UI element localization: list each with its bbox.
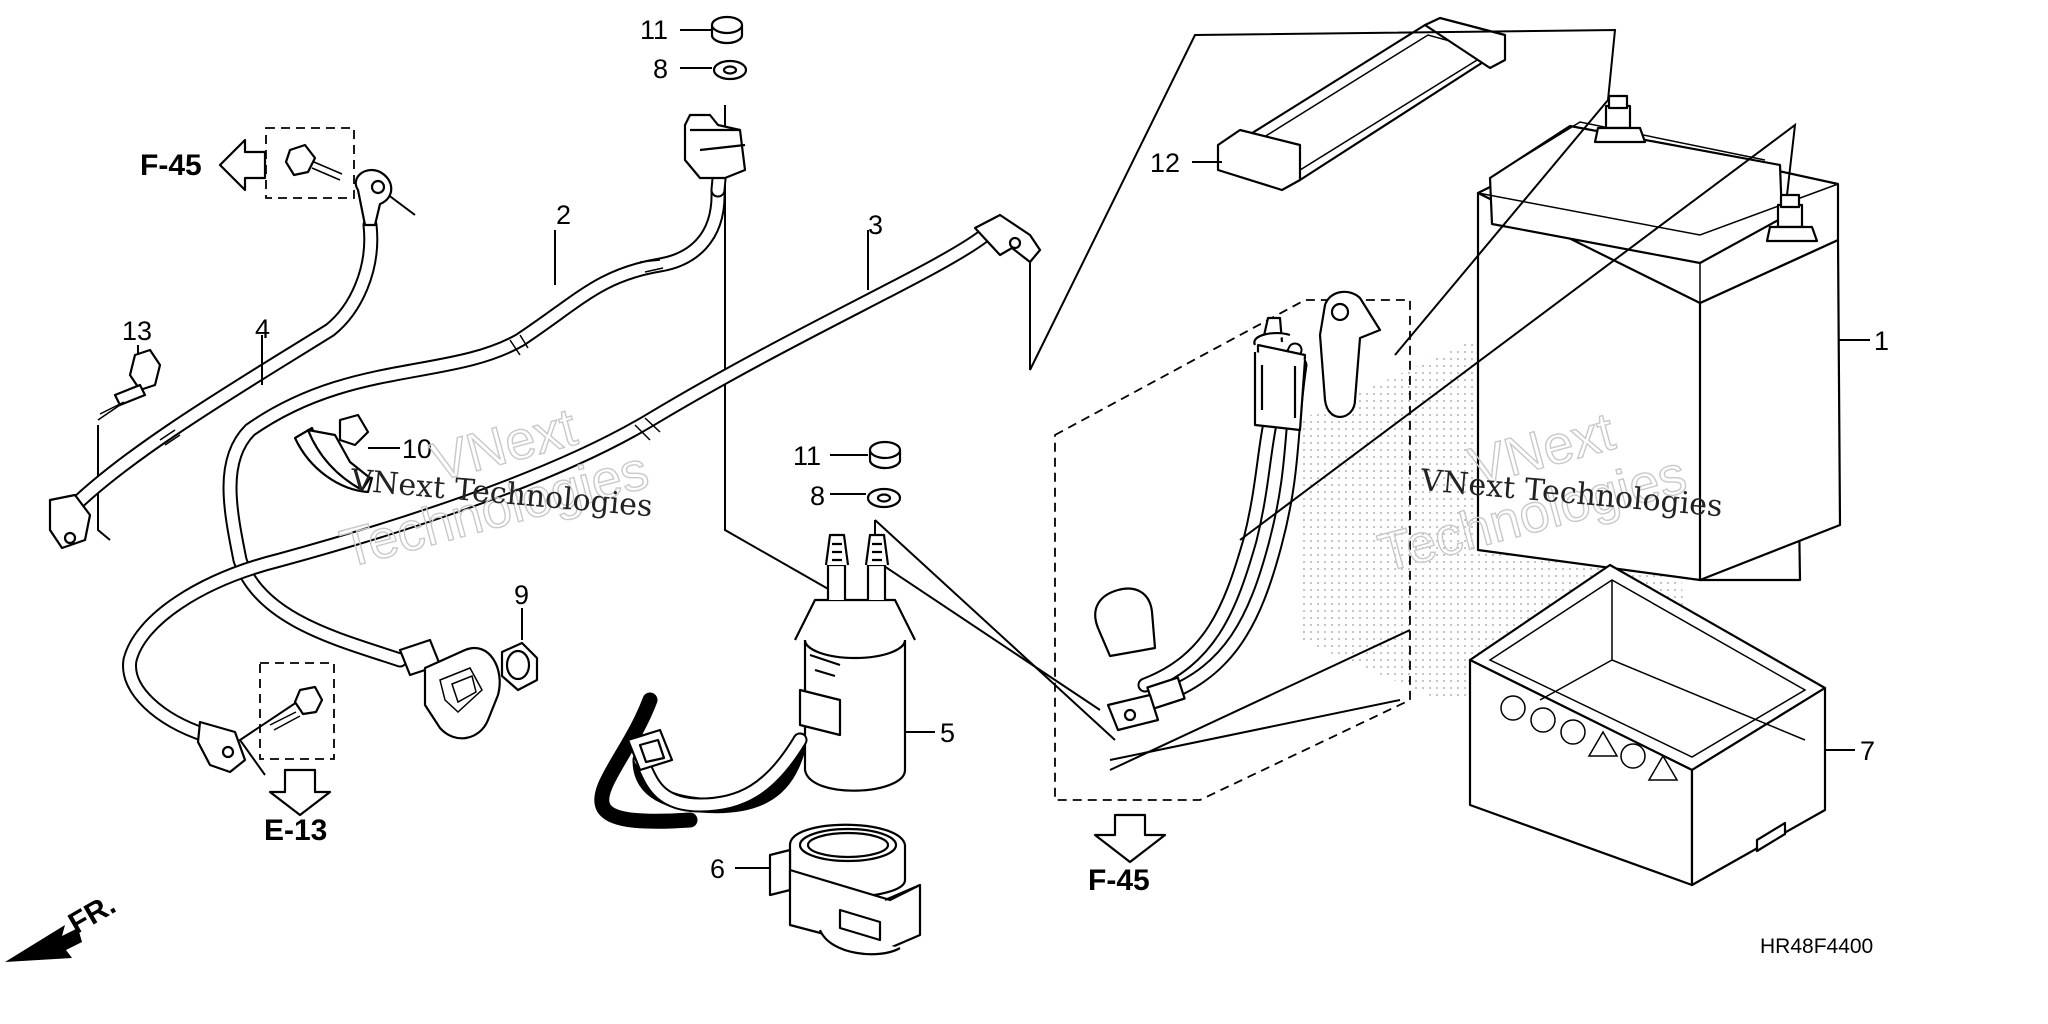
diagram-code: HR48F4400 (1760, 935, 1873, 958)
callout-3: 3 (868, 210, 883, 240)
starter-cable-terminal (398, 638, 501, 740)
bolt-box-f45 (265, 127, 355, 199)
callout-12: 12 (1150, 148, 1180, 178)
ground-cable (48, 169, 393, 550)
battery (1476, 94, 1842, 582)
callout-6: 6 (710, 854, 725, 884)
callout-10: 10 (402, 434, 432, 464)
washer-middle (866, 487, 902, 509)
battery-cable (122, 213, 1042, 774)
sub-harness (1094, 290, 1382, 732)
callout-1: 1 (1874, 326, 1889, 356)
f45-left-arrow[interactable]: F-45 (140, 138, 267, 192)
callout-5: 5 (940, 718, 955, 748)
e13-arrow[interactable]: E-13 (264, 768, 332, 847)
leader-lines (97, 28, 1797, 776)
callout-11-middle: 11 (793, 441, 821, 471)
callout-7: 7 (1860, 736, 1875, 766)
nut-middle (868, 440, 902, 470)
f45-left-label: F-45 (140, 149, 202, 182)
callout-leaders (137, 29, 1870, 869)
f45-bottom-arrow[interactable]: F-45 (1088, 813, 1167, 897)
callout-13: 13 (122, 316, 152, 346)
washer-top (712, 59, 748, 81)
nut (500, 641, 539, 692)
callout-9: 9 (514, 580, 529, 610)
f45-bottom-label: F-45 (1088, 864, 1150, 897)
bolt (97, 348, 162, 421)
battery-strap (1216, 16, 1507, 192)
battery-box (1468, 563, 1827, 887)
callout-8-middle: 8 (810, 481, 825, 511)
bolt-box-e13 (259, 662, 335, 760)
e13-label: E-13 (264, 814, 327, 847)
callout-11-top: 11 (640, 15, 668, 45)
relay-cover (768, 823, 922, 956)
nut-top (710, 15, 744, 45)
battery-terminal-positive (1765, 193, 1819, 243)
cable-band (293, 413, 374, 494)
front-direction-indicator: FR. (5, 888, 121, 962)
battery-box-symbols (1500, 695, 1679, 781)
starter-relay (594, 533, 916, 829)
callout-2: 2 (556, 200, 571, 230)
battery-terminal-negative (1593, 94, 1647, 144)
callout-numbers: 1 2 3 4 5 6 7 8 8 9 10 11 11 12 13 (122, 15, 1889, 884)
starter-cable (222, 113, 747, 740)
callout-4: 4 (255, 314, 270, 344)
callout-8-top: 8 (653, 54, 668, 84)
